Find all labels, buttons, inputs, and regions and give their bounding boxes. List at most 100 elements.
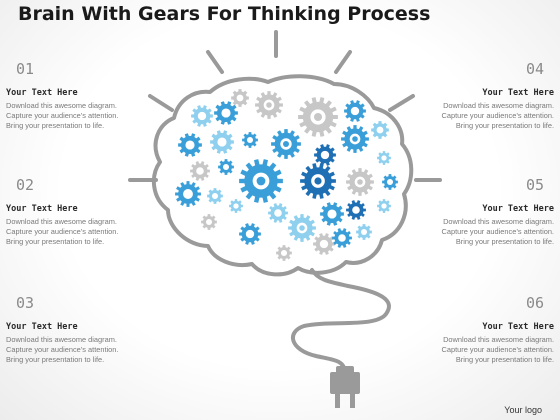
gear-hub — [386, 178, 394, 186]
plug-body — [330, 372, 360, 394]
step-heading: Your Text Here — [6, 204, 78, 214]
gear-icon — [332, 228, 352, 248]
step-number: 01 — [16, 60, 35, 78]
gear-icon — [255, 91, 283, 119]
description-line: Capture your audience’s attention. — [441, 227, 554, 236]
gear-icon — [214, 101, 238, 125]
step-heading: Your Text Here — [482, 88, 554, 98]
gear-hub — [280, 249, 288, 257]
description-line: Download this awesome diagram. — [6, 101, 117, 110]
gear-icon — [239, 223, 261, 245]
gear-axle — [314, 113, 322, 121]
gear-hub — [319, 239, 329, 249]
description-line: Download this awesome diagram. — [443, 335, 554, 344]
step-number: 06 — [525, 294, 544, 312]
gear-icon — [377, 151, 391, 165]
gear-axle — [299, 225, 305, 231]
step-heading: Your Text Here — [482, 322, 554, 332]
gear-icon — [210, 130, 234, 154]
step-number: 04 — [525, 60, 544, 78]
step-description: Download this awesome diagram. Capture y… — [6, 217, 156, 247]
gear-hub — [197, 111, 207, 121]
gear-icon — [231, 89, 249, 107]
light-ray — [388, 94, 415, 112]
text-block-06: 06 Your Text Here Download this awesome … — [404, 294, 554, 365]
gear-icon — [341, 125, 369, 153]
gear-hub — [183, 189, 193, 199]
power-cord — [291, 268, 391, 374]
gear-hub — [350, 106, 360, 116]
gear-icon — [271, 129, 301, 159]
gear-icon — [242, 132, 258, 148]
gear-icon — [346, 168, 374, 196]
gear-icon — [229, 199, 243, 213]
step-description: Download this awesome diagram. Capture y… — [6, 101, 156, 131]
light-ray — [334, 50, 352, 74]
gear-icon — [344, 100, 366, 122]
gear-icon — [288, 214, 316, 242]
description-line: Capture your audience’s attention. — [441, 345, 554, 354]
gear-icon — [371, 121, 389, 139]
description-line: Capture your audience’s attention. — [6, 345, 119, 354]
text-block-02: 02 Your Text Here Download this awesome … — [6, 176, 156, 247]
gear-hub — [376, 126, 384, 134]
gear-hub — [236, 94, 244, 102]
description-line: Bring your presentation to life. — [6, 237, 105, 246]
gear-icon — [377, 199, 391, 213]
description-line: Download this awesome diagram. — [443, 101, 554, 110]
page-title: Brain With Gears For Thinking Process — [18, 3, 431, 25]
logo-text: Your logo — [504, 405, 542, 415]
gear-hub — [327, 209, 337, 219]
description-line: Capture your audience’s attention. — [6, 111, 119, 120]
gear-axle — [357, 179, 363, 185]
gear-hub — [196, 167, 204, 175]
gear-icon — [346, 200, 366, 220]
light-ray — [148, 94, 174, 112]
gear-icon — [178, 133, 202, 157]
electric-plug-icon — [330, 366, 360, 408]
plug-prong — [350, 394, 355, 408]
description-line: Capture your audience’s attention. — [6, 227, 119, 236]
plug-prong — [335, 394, 340, 408]
gear-cluster — [175, 89, 398, 261]
step-number: 02 — [16, 176, 35, 194]
gear-hub — [274, 209, 282, 217]
gear-hub — [222, 163, 230, 171]
gear-icon — [320, 202, 344, 226]
gear-icon — [175, 181, 201, 207]
text-block-05: 05 Your Text Here Download this awesome … — [404, 176, 554, 247]
step-description: Download this awesome diagram. Capture y… — [404, 217, 554, 247]
gear-hub — [205, 218, 213, 226]
light-ray-icon — [128, 30, 442, 182]
gear-hub — [320, 150, 330, 160]
gear-hub — [211, 192, 219, 200]
gear-hub — [352, 206, 360, 214]
gear-icon — [298, 97, 338, 137]
gear-icon — [201, 214, 217, 230]
gear-hub — [233, 203, 239, 209]
gear-icon — [314, 144, 336, 166]
text-block-04: 04 Your Text Here Download this awesome … — [404, 60, 554, 131]
description-line: Bring your presentation to life. — [455, 121, 554, 130]
text-block-03: 03 Your Text Here Download this awesome … — [6, 294, 156, 365]
gear-icon — [356, 224, 372, 240]
brain-outline-icon — [151, 74, 414, 277]
text-block-01: 01 Your Text Here Download this awesome … — [6, 60, 156, 131]
gear-axle — [266, 102, 272, 108]
step-description: Download this awesome diagram. Capture y… — [6, 335, 156, 365]
description-line: Bring your presentation to life. — [455, 237, 554, 246]
gear-hub — [246, 136, 254, 144]
step-description: Download this awesome diagram. Capture y… — [404, 101, 554, 131]
description-line: Bring your presentation to life. — [455, 355, 554, 364]
gear-icon — [207, 188, 223, 204]
gear-hub — [221, 108, 231, 118]
gear-icon — [313, 233, 335, 255]
description-line: Capture your audience’s attention. — [441, 111, 554, 120]
gear-hub — [360, 228, 368, 236]
light-ray — [206, 50, 224, 74]
gear-axle — [283, 141, 289, 147]
step-heading: Your Text Here — [482, 204, 554, 214]
gear-hub — [381, 155, 387, 161]
step-heading: Your Text Here — [6, 88, 78, 98]
gear-icon — [276, 245, 292, 261]
